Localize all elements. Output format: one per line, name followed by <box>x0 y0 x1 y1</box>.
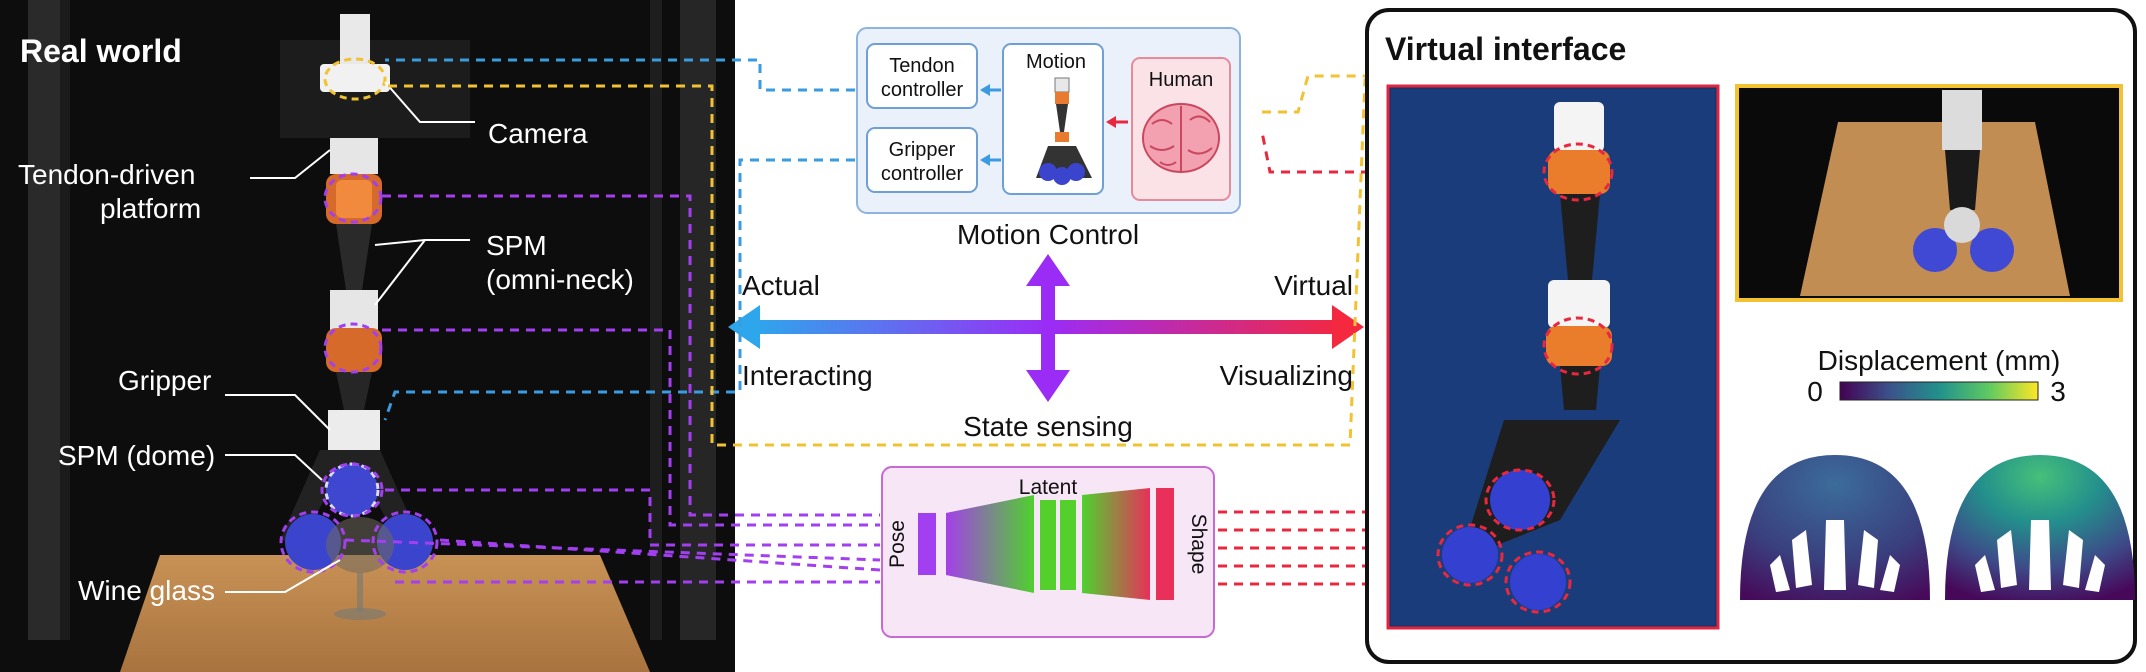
label-wine-glass: Wine glass <box>78 575 215 606</box>
label-spm-dome: SPM (dome) <box>58 440 215 471</box>
virtual-interface-title: Virtual interface <box>1385 31 1626 67</box>
motion-robot-icon <box>1036 77 1092 185</box>
motion-label: Motion <box>1026 51 1086 73</box>
tendon-controller-line1: Tendon <box>889 55 955 77</box>
label-gripper: Gripper <box>118 365 211 396</box>
axis-virtual: Virtual <box>1274 270 1353 301</box>
decoder-trapezoid <box>1082 488 1150 600</box>
axis-state-sensing: State sensing <box>963 411 1133 442</box>
pose-label: Pose <box>886 520 909 568</box>
dome-render-undeformed <box>1740 455 1930 600</box>
label-camera: Camera <box>488 118 588 149</box>
colorbar-max: 3 <box>2050 376 2066 407</box>
real-world-photo <box>0 0 735 672</box>
arrow-left-head <box>728 305 760 349</box>
brain-icon <box>1142 103 1220 173</box>
camera-view-panel <box>1735 84 2123 302</box>
motion-control-title: Motion Control <box>957 219 1139 250</box>
arrow-right-head <box>1332 305 1364 349</box>
tendon-controller-box <box>866 43 978 109</box>
label-spm-neck-2: (omni-neck) <box>486 264 634 295</box>
latent-layer-1 <box>1040 500 1056 590</box>
motion-control-diagram <box>856 27 1241 214</box>
gripper-controller-line1: Gripper <box>889 139 956 161</box>
human-label: Human <box>1149 69 1213 91</box>
tendon-controller-line2: controller <box>881 79 964 101</box>
arrow-down-head <box>1026 370 1070 402</box>
latent-layer-2 <box>1060 500 1076 590</box>
axis-actual: Actual <box>742 270 820 301</box>
real-world-title: Real world <box>20 33 182 69</box>
axis-visualizing: Visualizing <box>1220 360 1353 391</box>
dome-render-deformed <box>1945 455 2135 600</box>
label-spm-neck-1: SPM <box>486 230 547 261</box>
pose-latent-shape-network <box>881 466 1215 638</box>
colorbar-title: Displacement (mm) <box>1818 345 2061 376</box>
label-tendon-platform-1: Tendon-driven <box>18 159 195 190</box>
latent-label: Latent <box>1019 476 1078 499</box>
shape-layer <box>1156 488 1174 600</box>
gripper-controller-box <box>866 127 978 193</box>
encoder-trapezoid <box>946 495 1034 593</box>
shape-label: Shape <box>1187 514 1210 575</box>
label-tendon-platform-2: platform <box>100 193 201 224</box>
gripper-controller-line2: controller <box>881 163 964 185</box>
displacement-colorbar <box>1839 381 2039 401</box>
arrow-up-head <box>1026 254 1070 286</box>
central-axes <box>728 254 1364 402</box>
colorbar-min: 0 <box>1807 376 1823 407</box>
pose-layer <box>918 513 936 575</box>
axis-interacting: Interacting <box>742 360 873 391</box>
